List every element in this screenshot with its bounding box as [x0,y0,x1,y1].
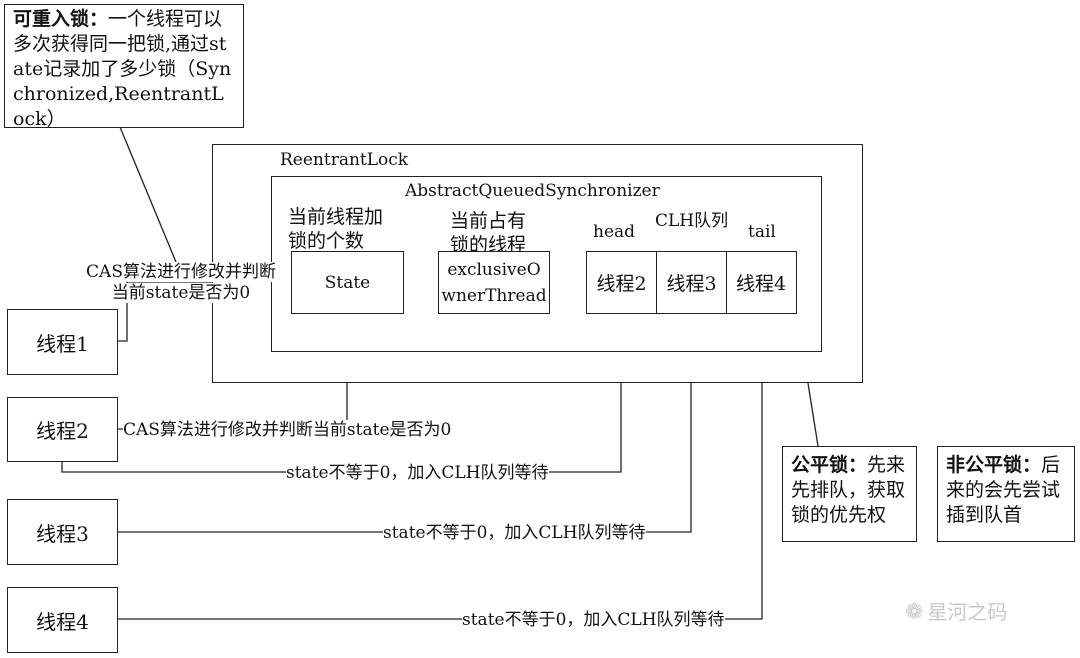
state-label: State [324,272,371,293]
thread-box-4: 线程4 [7,587,118,653]
aqs-label: AbstractQueuedSynchronizer [405,181,660,201]
edge-thread1-state [117,278,289,342]
fair-lock-title: 公平锁： [791,454,868,476]
clh-caption: CLH队列 [655,211,729,231]
queue-node-label: 线程3 [666,273,717,295]
owner-thread-box: exclusiveO wnerThread [438,251,550,314]
tail-label: tail [748,222,776,242]
queue-node: 线程3 [657,252,727,313]
queue-node-label: 线程4 [735,273,787,295]
reentrant-note: 可重入锁：一个线程可以多次获得同一把锁,通过state记录加了多少锁（Synch… [4,4,244,130]
queue-node: 线程2 [587,252,657,313]
edge-label-text: CAS算法进行修改并判断当前state是否为0 [86,262,276,303]
state-caption: 当前线程加锁的个数 [288,206,384,252]
thread-box-2: 线程2 [7,397,118,462]
owner-caption: 当前占有锁的线程 [450,210,527,256]
thread-box-3: 线程3 [7,499,118,565]
edge-label-thread4-wait: state不等于0，加入CLH队列等待 [462,610,725,630]
clh-queue: 线程2 线程3 线程4 [586,251,797,314]
edge-label-thread1-cas: CAS算法进行修改并判断当前state是否为0 [86,262,276,304]
edge-label-thread2-cas: CAS算法进行修改并判断当前state是否为0 [123,420,452,440]
thread-label: 线程4 [36,609,89,634]
thread-label: 线程3 [36,521,89,546]
head-label: head [593,222,636,242]
watermark: ❁星河之码 [905,596,1007,625]
owner-label-line1: exclusiveO [447,259,541,280]
owner-label-line2: wnerThread [441,285,547,306]
thread-label: 线程2 [36,419,89,443]
reentrant-note-text: 一个线程可以多次获得同一把锁,通过state记录加了多少锁（Synchroniz… [13,8,232,130]
edge-label-thread3-wait: state不等于0，加入CLH队列等待 [383,523,646,543]
wechat-icon: ❁ [905,600,924,625]
edge-thread4-queue [117,314,766,620]
reentrant-note-leader [119,126,177,263]
unfair-lock-text: 后来的会先尝试插到队首 [946,454,1061,526]
thread-label: 线程1 [36,331,89,356]
reentrant-note-title: 可重入锁： [13,8,109,30]
reentrant-lock-label: ReentrantLock [280,150,409,170]
queue-node: 线程4 [727,252,795,313]
unfair-lock-note: 非公平锁：后来的会先尝试插到队首 [937,446,1075,542]
watermark-text: 星河之码 [927,600,1008,624]
fair-lock-note: 公平锁：先来先排队，获取锁的优先权 [782,446,917,542]
edge-label-thread2-wait: state不等于0，加入CLH队列等待 [286,463,549,483]
thread-box-1: 线程1 [7,309,118,375]
unfair-lock-title: 非公平锁： [946,454,1042,476]
edge-thread3-queue [117,314,695,533]
fair-lock-text: 先来先排队，获取锁的优先权 [791,454,906,526]
queue-node-label: 线程2 [596,273,647,295]
state-box: State [291,251,404,314]
